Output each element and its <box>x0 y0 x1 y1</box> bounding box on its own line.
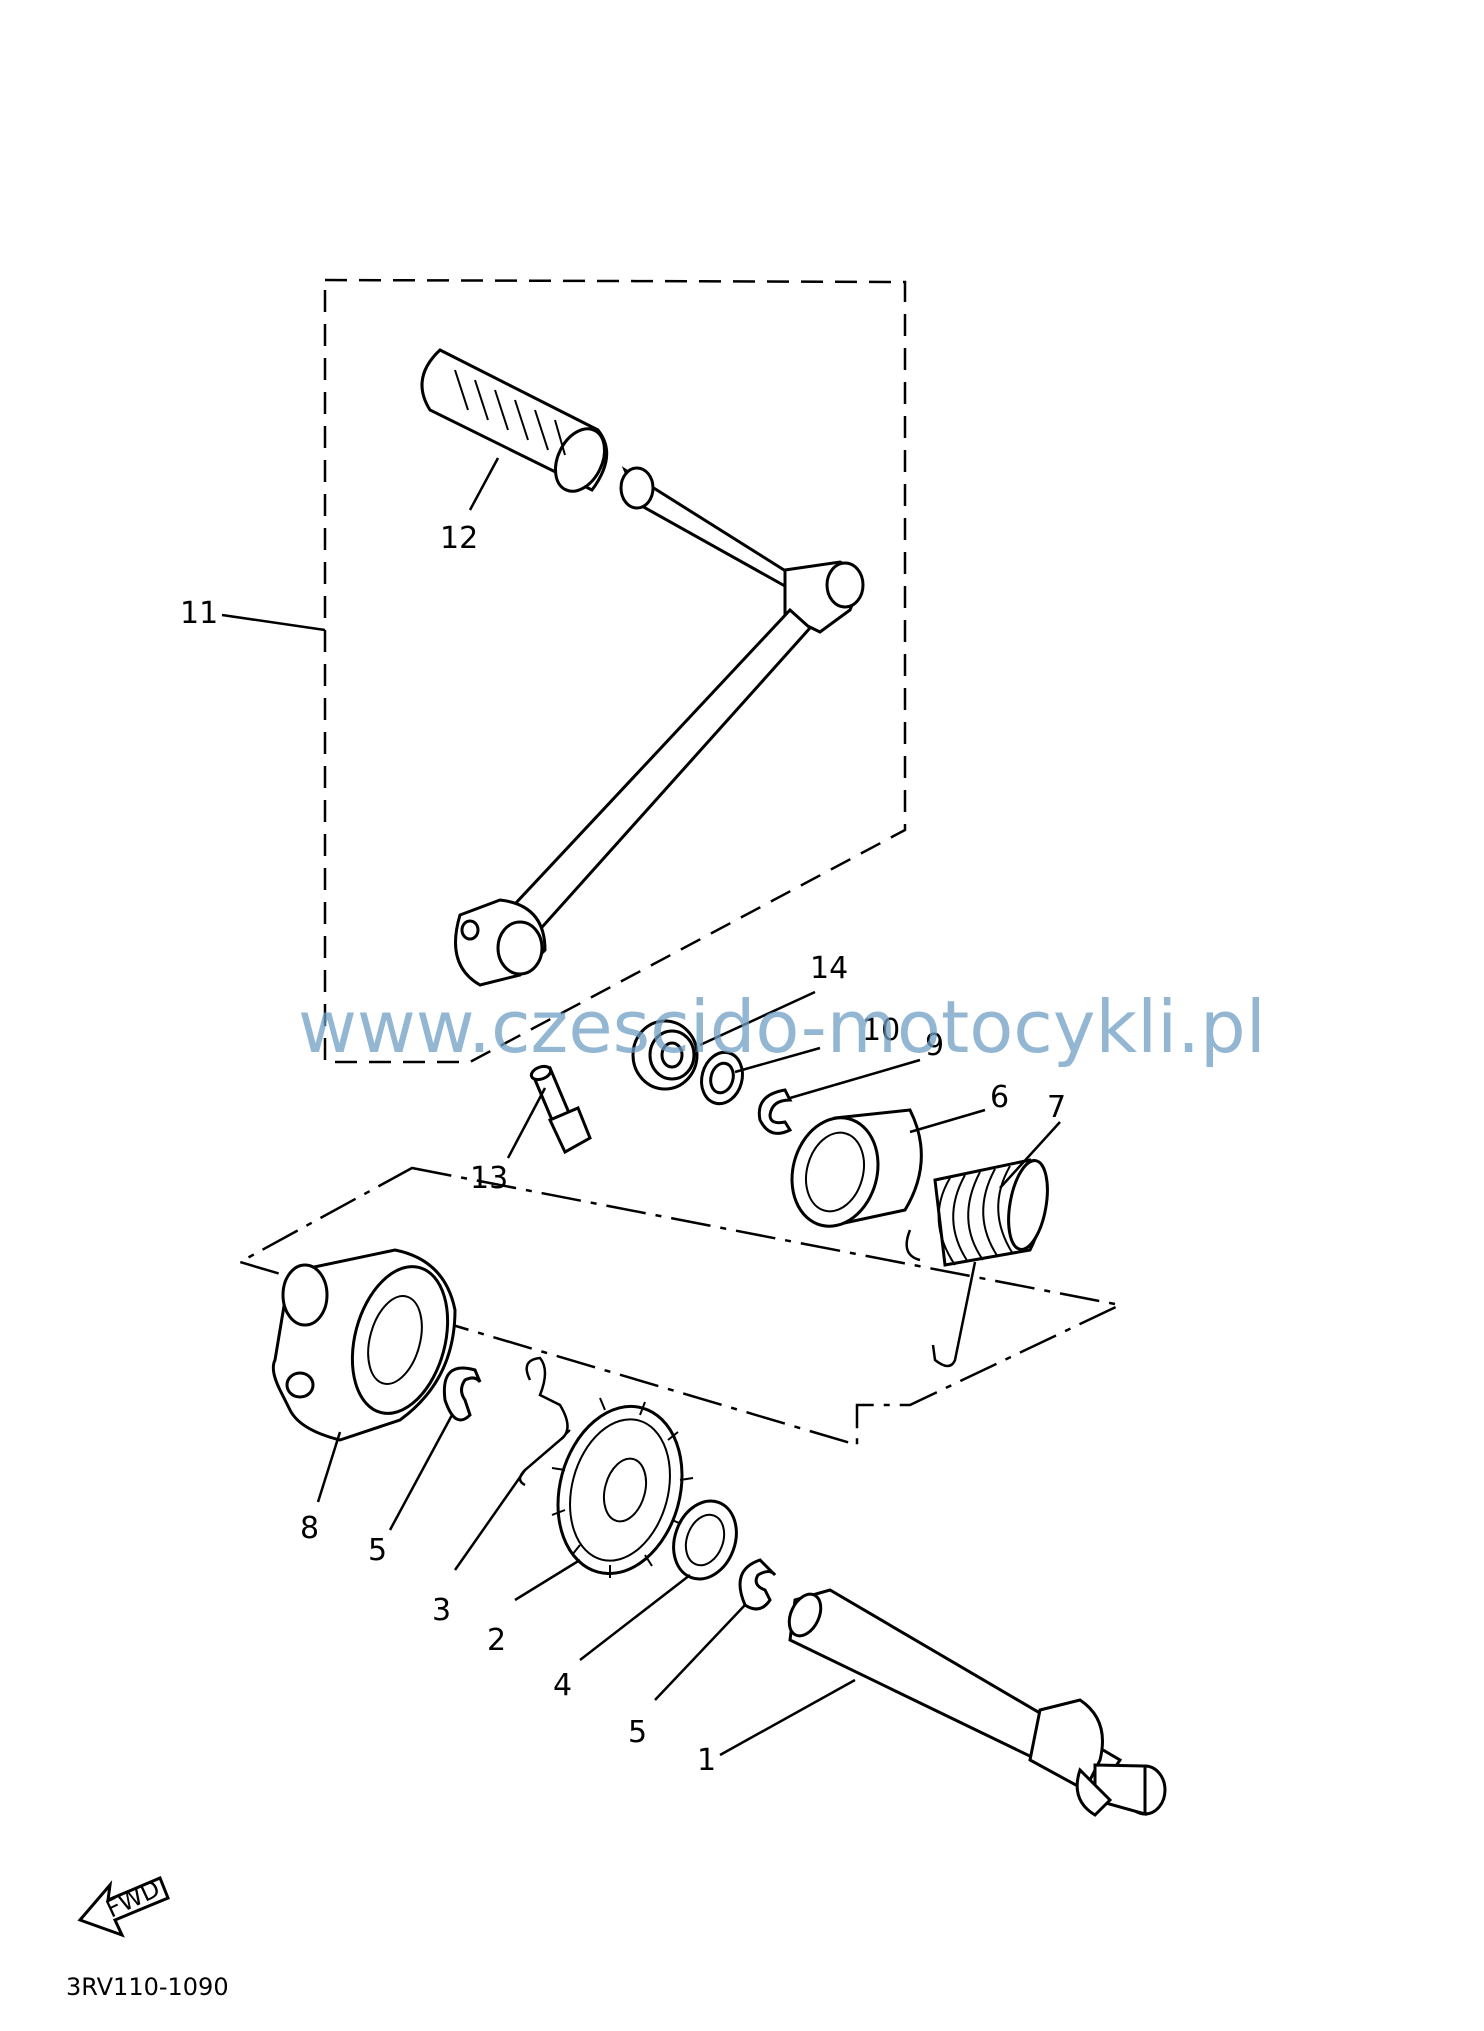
kick-gear-part <box>551 1397 694 1578</box>
forward-arrow-icon: FWD <box>77 1874 170 1938</box>
callout-11: 11 <box>180 596 218 631</box>
circlip-part-9 <box>757 1088 793 1135</box>
watermark-text: www.czescido-motocykli.pl <box>298 985 1266 1069</box>
ratchet-guide-part <box>271 1248 457 1442</box>
callout-labels: 1 2 3 4 5 5 6 7 8 9 10 11 12 13 14 <box>180 521 1066 1778</box>
callout-7: 7 <box>1047 1090 1066 1125</box>
callout-14: 14 <box>810 951 848 986</box>
torsion-spring-part <box>905 1158 1049 1368</box>
callout-5-lower: 5 <box>628 1715 647 1750</box>
spring-guide-part <box>790 1108 923 1228</box>
callout-2: 2 <box>487 1623 506 1658</box>
circlip-part-5-upper <box>442 1366 482 1422</box>
callout-10: 10 <box>862 1013 900 1048</box>
callout-4: 4 <box>553 1668 572 1703</box>
spring-clip-part-3 <box>518 1356 569 1487</box>
callout-6: 6 <box>990 1080 1009 1115</box>
pinch-bolt-part <box>529 1064 592 1155</box>
kick-lever-part <box>454 466 865 987</box>
callout-12: 12 <box>440 521 478 556</box>
kick-axle-part <box>787 1588 1167 1817</box>
kickstarter-group-outline <box>236 1166 1124 1447</box>
leader-lines <box>221 457 1061 1757</box>
callout-1: 1 <box>697 1743 716 1778</box>
callout-3: 3 <box>432 1593 451 1628</box>
callout-9: 9 <box>925 1028 944 1063</box>
kick-lever-assembly-box <box>323 278 907 1064</box>
callout-5-upper: 5 <box>368 1533 387 1568</box>
washer-part-10 <box>700 1050 744 1106</box>
washer-part-4 <box>672 1499 738 1581</box>
kick-grip-part <box>420 348 609 493</box>
circlip-part-5-lower <box>738 1558 777 1611</box>
callout-8: 8 <box>300 1511 319 1546</box>
callout-13: 13 <box>470 1161 508 1196</box>
bearing-part <box>631 1019 699 1091</box>
diagram-code: 3RV110-1090 <box>66 1973 229 2001</box>
